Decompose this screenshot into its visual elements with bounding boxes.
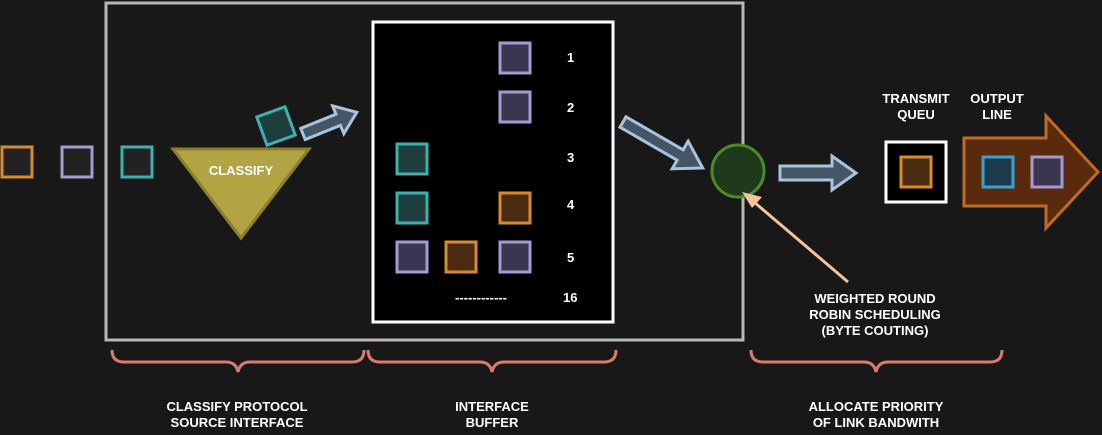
incoming-packet-purple xyxy=(60,145,94,179)
section-allocate-line1: ALLOCATE PRIORITY xyxy=(808,399,944,414)
buffer-packet-r4a xyxy=(395,191,429,225)
buffer-row-16-label: 16 xyxy=(563,290,578,305)
scheduler-pointer-head-icon xyxy=(742,192,762,208)
section-label-classify: CLASSIFY PROTOCOL SOURCE INTERFACE xyxy=(137,399,337,431)
buffer-packet-r5b xyxy=(444,240,478,274)
scheduler-pointer-line xyxy=(753,200,849,284)
section-label-buffer: INTERFACE BUFFER xyxy=(412,399,572,431)
transmit-packet-orange xyxy=(899,155,933,189)
section-buffer-line2: BUFFER xyxy=(465,415,519,430)
transmit-queue-label: TRANSMIT QUEU xyxy=(846,91,986,123)
section-classify-line2: SOURCE INTERFACE xyxy=(170,415,304,430)
scheduler-label-line3: (BYTE COUTING) xyxy=(821,323,929,338)
buffer-packet-r5c xyxy=(498,240,532,274)
buffer-dashes: ------------ xyxy=(455,290,507,305)
brace-allocate xyxy=(749,349,1004,373)
arrow-to-transmit-icon xyxy=(778,153,859,193)
output-packet-blue xyxy=(981,155,1015,189)
output-line-label-line2: LINE xyxy=(982,107,1012,122)
brace-buffer xyxy=(366,349,618,373)
incoming-packet-orange xyxy=(0,145,34,179)
buffer-row-1-label: 1 xyxy=(567,50,575,65)
incoming-packet-teal xyxy=(120,145,154,179)
buffer-packet-r1 xyxy=(498,41,532,75)
buffer-row-5-label: 5 xyxy=(567,250,575,265)
output-line-label: OUTPUT LINE xyxy=(937,91,1057,123)
output-packet-purple xyxy=(1030,155,1064,189)
section-allocate-line2: OF LINK BANDWITH xyxy=(812,415,940,430)
buffer-packet-r3 xyxy=(395,142,429,176)
buffer-row-3-label: 3 xyxy=(567,150,575,165)
transmit-queue-label-line1: TRANSMIT xyxy=(882,91,950,106)
buffer-packet-r5a xyxy=(395,240,429,274)
scheduler-label-line1: WEIGHTED ROUND xyxy=(814,291,936,306)
scheduler-label: WEIGHTED ROUND ROBIN SCHEDULING (BYTE CO… xyxy=(775,291,975,339)
brace-classify xyxy=(110,349,366,373)
buffer-packet-r4b xyxy=(498,191,532,225)
scheduler-node xyxy=(710,143,766,199)
buffer-row-2-label: 2 xyxy=(567,100,575,115)
section-classify-line1: CLASSIFY PROTOCOL xyxy=(166,399,308,414)
scheduler-label-line2: ROBIN SCHEDULING xyxy=(809,307,941,322)
section-label-allocate: ALLOCATE PRIORITY OF LINK BANDWITH xyxy=(776,399,976,431)
buffer-row-4-label: 4 xyxy=(567,197,575,212)
arrow-to-scheduler-icon xyxy=(617,114,706,171)
buffer-packet-r2 xyxy=(498,90,532,124)
output-line-label-line1: OUTPUT xyxy=(970,91,1024,106)
classify-funnel xyxy=(169,147,313,241)
classified-packet-teal xyxy=(254,104,298,148)
section-buffer-line1: INTERFACE xyxy=(455,399,529,414)
classify-label: CLASSIFY xyxy=(208,163,274,178)
arrow-to-buffer-icon xyxy=(298,103,360,142)
transmit-queue-label-line2: QUEU xyxy=(897,107,935,122)
